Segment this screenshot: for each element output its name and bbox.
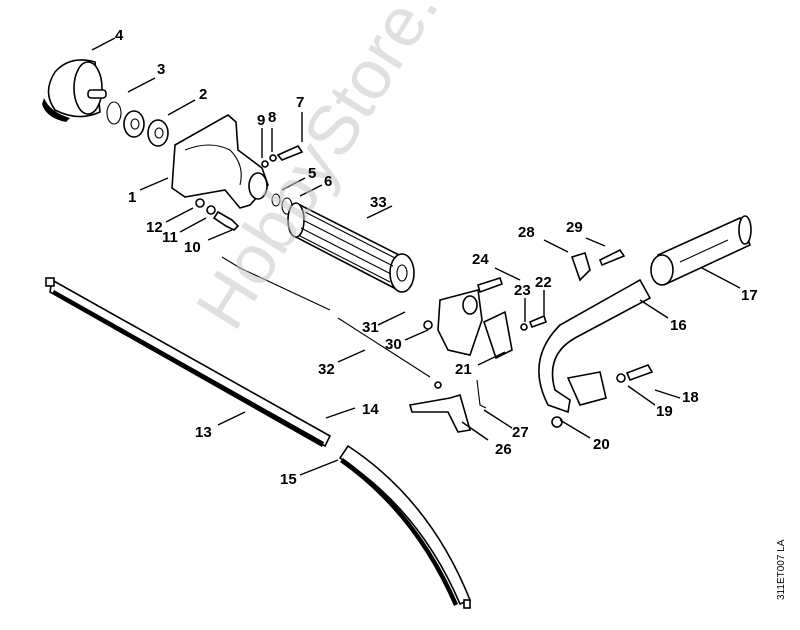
handle-grip [650, 215, 752, 286]
washer-23 [520, 323, 528, 331]
leader-lines [91, 37, 741, 476]
gear-housing [171, 114, 269, 209]
callout-label: 13 [195, 424, 212, 441]
callout-label: 19 [656, 403, 673, 420]
callout-label: 1 [128, 189, 137, 206]
grip-33 [287, 202, 415, 293]
callout-label: 7 [296, 94, 305, 111]
callout-label: 17 [741, 287, 758, 304]
clamp-21 [483, 310, 513, 360]
callout-label: 5 [308, 165, 317, 182]
circlip-5 [271, 193, 281, 207]
screw-10 [212, 210, 240, 231]
callout-label: 21 [455, 361, 472, 378]
trigger-26 [408, 394, 472, 433]
washer-11 [206, 205, 216, 215]
washer-12 [195, 198, 205, 208]
callout-label: 16 [670, 317, 687, 334]
callout-label: 28 [518, 224, 535, 241]
callout-label: 22 [535, 274, 552, 291]
callout-label: 33 [370, 194, 387, 211]
screw-7 [276, 144, 304, 161]
callout-label: 15 [280, 471, 297, 488]
callout-label: 30 [385, 336, 402, 353]
drive-tube [45, 277, 332, 448]
spring-27 [476, 379, 487, 409]
clutch-drum [42, 59, 107, 122]
circlip-3 [106, 101, 122, 125]
screw-22 [528, 314, 548, 329]
callout-label: 6 [324, 173, 333, 190]
nut-30 [423, 320, 433, 330]
clip-28 [570, 251, 591, 282]
callout-label: 3 [157, 61, 166, 78]
callout-label: 4 [115, 27, 124, 44]
callout-label: 10 [184, 239, 201, 256]
callout-label: 2 [199, 86, 208, 103]
callout-label: 14 [362, 401, 379, 418]
screw-24 [477, 276, 504, 294]
flex-shaft [338, 444, 472, 609]
nut-20 [551, 416, 563, 428]
throttle-cable [221, 256, 442, 389]
loop-handle [538, 278, 652, 414]
callout-label: 18 [682, 389, 699, 406]
callout-label: 8 [268, 109, 277, 126]
callout-label: 32 [318, 361, 335, 378]
drawing-code: 311ET007 LA [776, 539, 787, 600]
callout-label: 12 [146, 219, 163, 236]
callout-label: 26 [495, 441, 512, 458]
washer-8 [269, 154, 277, 162]
callout-label: 23 [514, 282, 531, 299]
callout-label: 27 [512, 424, 529, 441]
callout-label: 11 [162, 229, 178, 246]
washer-19 [616, 373, 626, 383]
callout-label: 9 [257, 112, 266, 129]
callout-label: 24 [472, 251, 489, 268]
callout-label: 29 [566, 219, 583, 236]
callout-label: 20 [593, 436, 610, 453]
callout-label: 31 [362, 319, 379, 336]
bearings [123, 110, 169, 147]
throttle-housing [437, 288, 483, 356]
screw-18 [625, 364, 654, 382]
screw-29 [598, 248, 626, 267]
washer-9 [261, 160, 269, 168]
